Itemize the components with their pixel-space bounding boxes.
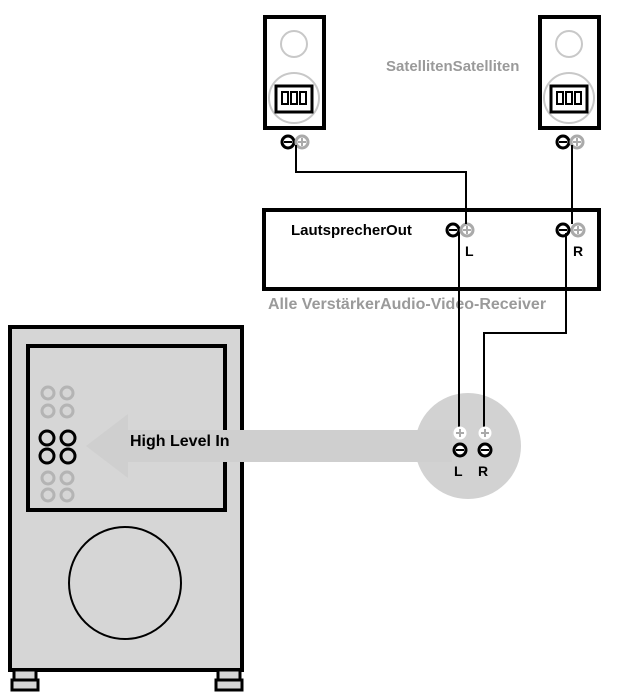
speaker-wires bbox=[295, 145, 573, 224]
satellites-label: SatellitenSatelliten bbox=[386, 58, 519, 75]
tweeter-icon bbox=[555, 30, 583, 58]
tweeter-icon bbox=[280, 30, 308, 58]
amp-right-label: R bbox=[573, 243, 583, 259]
jack-icon bbox=[59, 403, 75, 419]
amplifier-box bbox=[262, 208, 601, 291]
signal-arrow-icon bbox=[86, 414, 452, 478]
speaker-out-label: LautsprecherOut bbox=[291, 222, 412, 239]
high-level-input-hub bbox=[415, 393, 521, 499]
high-level-jack-icon bbox=[38, 447, 56, 465]
jack-icon bbox=[40, 403, 56, 419]
satellite-speaker-left bbox=[263, 15, 326, 150]
subwoofer-driver-icon bbox=[68, 526, 182, 640]
jack-icon bbox=[40, 487, 56, 503]
jack-icon bbox=[59, 470, 75, 486]
satellite-speaker-right bbox=[538, 15, 601, 150]
panel-jacks bbox=[38, 385, 77, 503]
hub-input-terminals bbox=[452, 426, 493, 458]
subwoofer bbox=[8, 325, 244, 692]
high-level-in-label: High Level In bbox=[130, 433, 230, 450]
jack-icon bbox=[40, 385, 56, 401]
input-wires bbox=[458, 233, 567, 427]
high-level-jack-icon bbox=[59, 429, 77, 447]
high-level-jack-icon bbox=[59, 447, 77, 465]
input-right-label: R bbox=[478, 463, 488, 479]
jack-icon bbox=[59, 385, 75, 401]
high-level-jack-icon bbox=[38, 429, 56, 447]
amp-left-label: L bbox=[465, 243, 474, 259]
input-left-label: L bbox=[454, 463, 463, 479]
receiver-label: Alle VerstärkerAudio-Video-Receiver bbox=[268, 296, 546, 313]
jack-icon bbox=[40, 470, 56, 486]
jack-icon bbox=[59, 487, 75, 503]
